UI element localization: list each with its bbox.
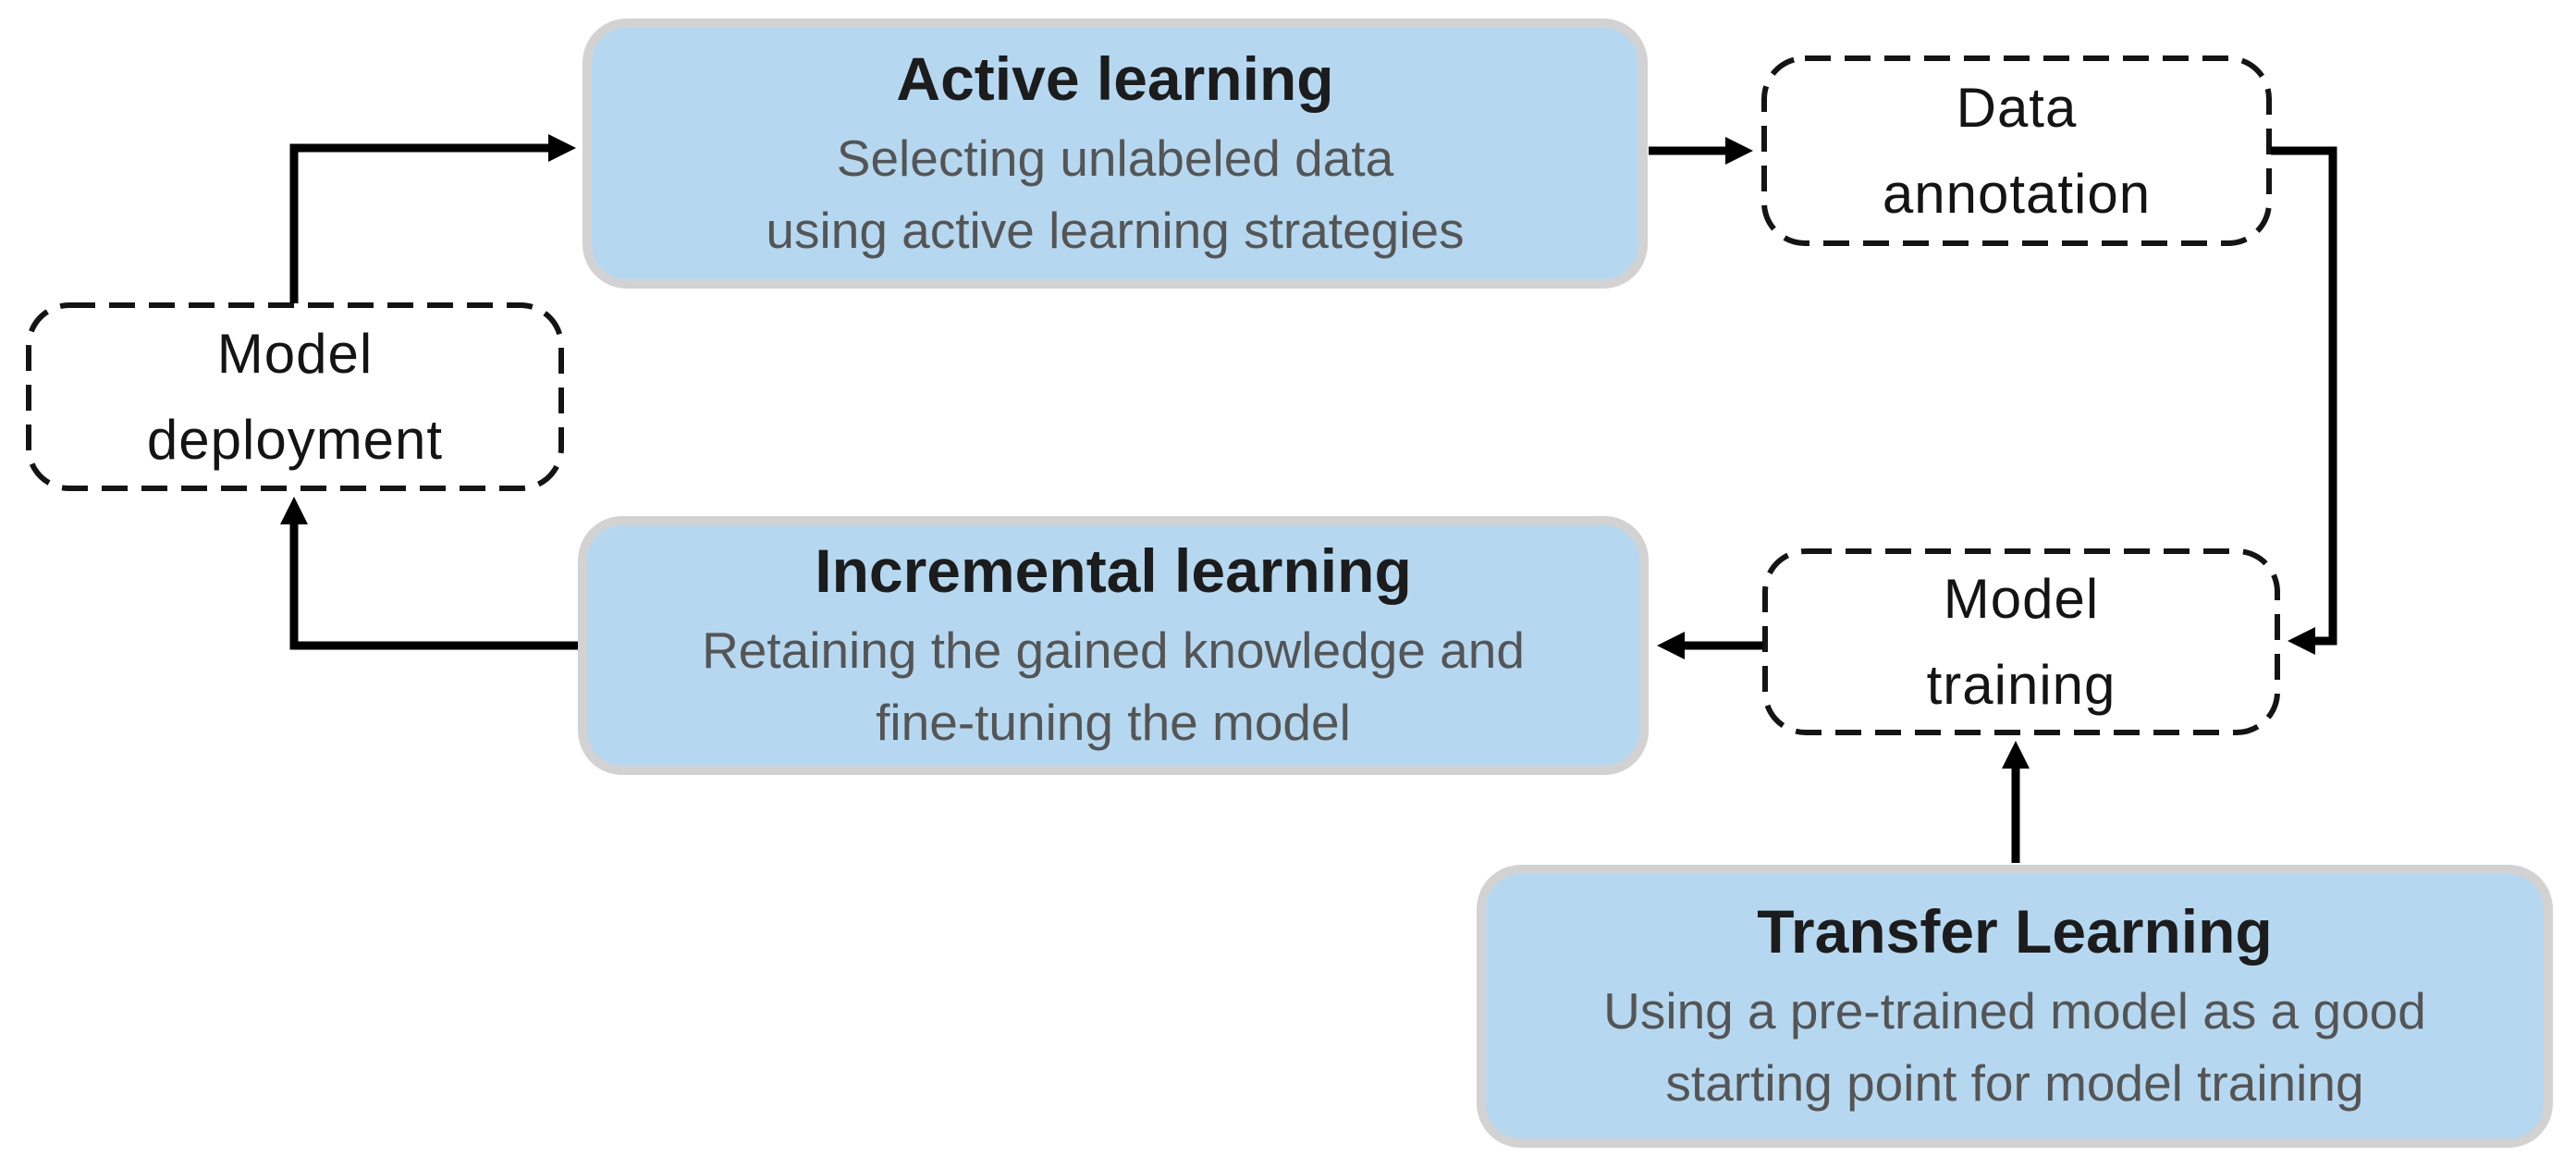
node-incremental-learning: Incremental learning Retaining the gaine…	[578, 516, 1649, 775]
active-learning-subtitle: Selecting unlabeled data using active le…	[766, 129, 1465, 260]
model-training-label: Model training	[1926, 568, 2116, 716]
model-deployment-box	[26, 302, 564, 491]
arrow-incremental-learning-to-model-deployment	[280, 497, 580, 650]
node-active-learning: Active learning Selecting unlabeled data…	[583, 18, 1648, 289]
model-deployment-label: Model deployment	[146, 323, 444, 471]
data-annotation-box	[1761, 55, 2272, 246]
node-model-deployment: Model deployment	[29, 305, 561, 488]
model-training-box	[1762, 548, 2280, 735]
node-transfer-learning: Transfer Learning Using a pre-trained mo…	[1477, 865, 2553, 1148]
incremental-learning-subtitle: Retaining the gained knowledge and fine-…	[702, 622, 1525, 752]
node-data-annotation: Data annotation	[1764, 58, 2269, 243]
incremental-learning-title: Incremental learning	[815, 535, 1412, 605]
arrow-data-annotation-to-model-training	[2271, 146, 2337, 655]
transfer-learning-title: Transfer Learning	[1757, 896, 2273, 966]
transfer-learning-subtitle: Using a pre-trained model as a good star…	[1603, 982, 2426, 1113]
data-annotation-label: Data annotation	[1882, 77, 2152, 225]
active-learning-title: Active learning	[896, 43, 1334, 113]
arrow-model-deployment-to-active-learning	[289, 134, 576, 303]
node-model-training: Model training	[1765, 551, 2277, 732]
